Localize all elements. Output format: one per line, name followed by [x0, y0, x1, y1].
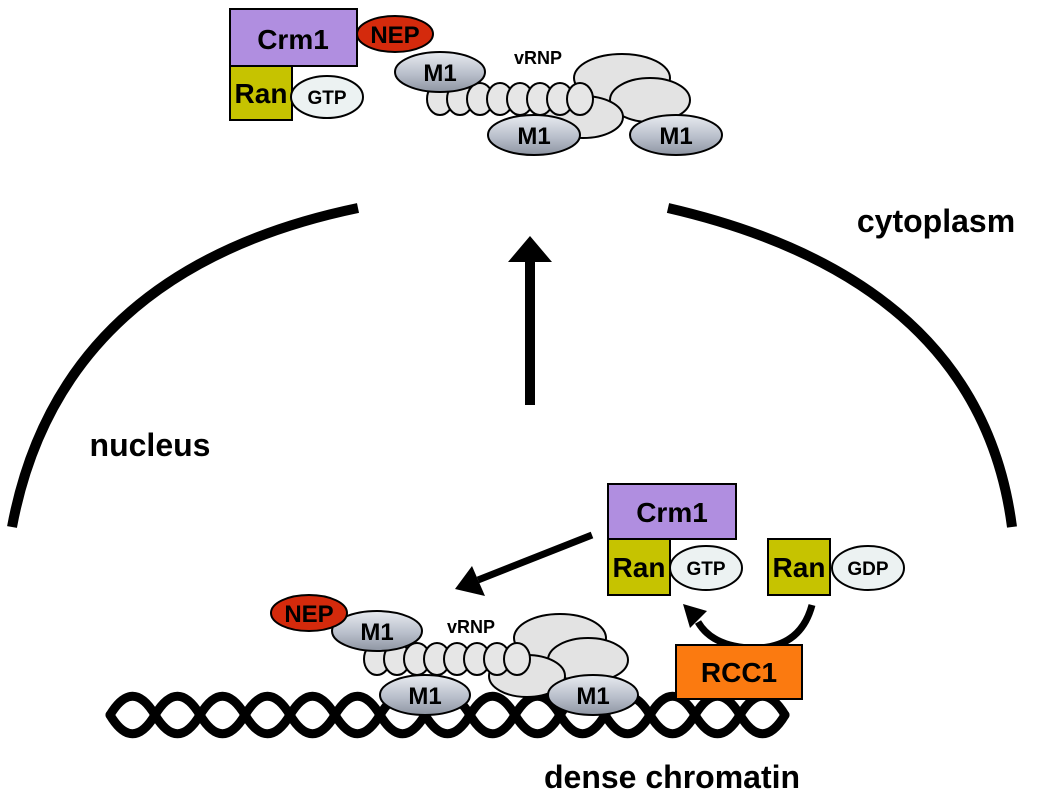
ran-gdp-ran-box [767, 538, 831, 596]
export-gtp-label: GTP [686, 559, 725, 580]
bottom-m1-middle [379, 674, 471, 716]
top-m1-left [394, 51, 486, 93]
top-vrnp-label: vRNP [514, 48, 562, 68]
top-ran-label: Ran [235, 78, 288, 109]
rcc1: RCC1 [675, 644, 803, 700]
top-vrnp-complex: vRNP M1 M1 M1 Crm1 NEP Ran GTP [229, 8, 723, 156]
export-gtp [669, 545, 743, 591]
top-m1-right-label: M1 [659, 123, 692, 150]
top-nep [356, 15, 434, 53]
rcc1-box [675, 644, 803, 700]
ran-gdp-gdp-label: GDP [847, 559, 889, 580]
bottom-nep-label: NEP [284, 601, 333, 628]
bottom-m1-left-label: M1 [360, 619, 393, 646]
ran-gdp-gdp [831, 545, 905, 591]
top-m1-middle-label: M1 [517, 123, 550, 150]
binding-arrow [455, 531, 594, 596]
bottom-vrnp-label: vRNP [447, 617, 495, 637]
top-ran-box [229, 65, 293, 121]
nucleotide-exchange-arrow [683, 604, 816, 652]
top-crm1-label: Crm1 [257, 24, 329, 55]
cytoplasm-label: cytoplasm [857, 203, 1015, 239]
bottom-m1-right [547, 674, 639, 716]
bottom-m1-middle-label: M1 [408, 683, 441, 710]
nuclear-envelope-left [7, 203, 360, 528]
top-gtp [290, 75, 364, 119]
rcc1-label: RCC1 [701, 657, 777, 688]
export-crm1-label: Crm1 [636, 497, 708, 528]
bottom-m1-left [331, 610, 423, 652]
top-m1-right [629, 114, 723, 156]
ran-gdp-ran-label: Ran [773, 552, 826, 583]
ran-gdp-complex: Ran GDP [767, 538, 905, 596]
bottom-vrnp-complex: vRNP M1 M1 M1 NEP [270, 594, 639, 716]
top-crm1-box [229, 8, 358, 67]
export-crm1-box [607, 483, 737, 540]
top-m1-left-label: M1 [423, 60, 456, 87]
nuclear-envelope-right [666, 203, 1017, 528]
top-m1-middle [487, 114, 581, 156]
top-nep-label: NEP [370, 22, 419, 49]
export-ran-label: Ran [613, 552, 666, 583]
bottom-nep [270, 594, 348, 632]
bottom-vrnp-bead-chain [363, 642, 531, 676]
crm1-ran-gtp-complex: Crm1 Ran GTP [607, 483, 743, 596]
dense-chromatin-label: dense chromatin [544, 759, 800, 795]
top-gtp-label: GTP [307, 88, 346, 109]
nucleus-label: nucleus [90, 427, 211, 463]
bottom-m1-right-label: M1 [576, 683, 609, 710]
export-arrow [508, 236, 552, 405]
